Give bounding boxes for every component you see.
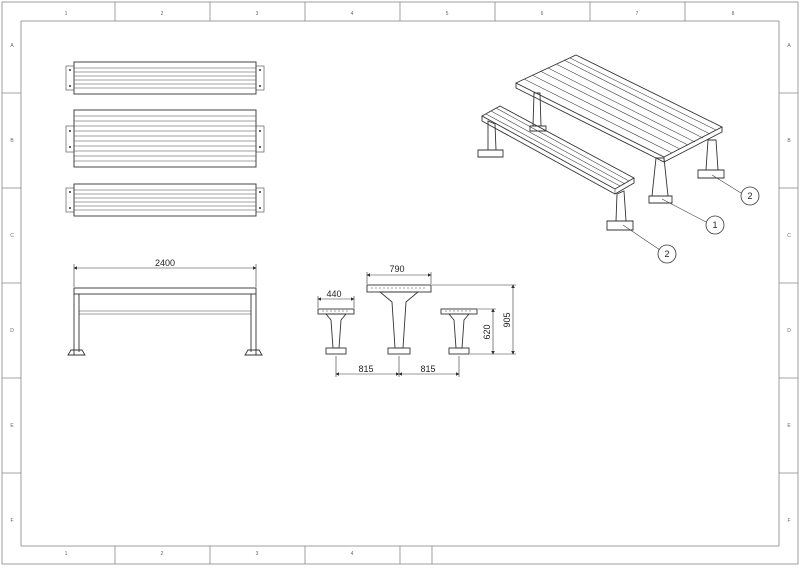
top-view-bench-rear [65,61,265,95]
isometric-view [477,54,742,251]
balloon-bench-rear: 2 [740,186,760,206]
row-label-right: A [787,43,791,49]
row-label-left: C [10,233,14,239]
leader-line-bench-rear [711,174,742,194]
col-label-top: 6 [541,11,544,17]
dim-table-width: 790 [389,264,404,274]
zone-labels: 1 2 3 4 5 6 7 8 1 2 3 4 A B C D E F A B … [10,11,791,557]
dim-bench-width: 440 [326,289,341,299]
row-label-right: C [787,233,791,239]
leader-line-bench-front [622,224,661,251]
col-label-top: 4 [351,11,354,17]
svg-text:2: 2 [664,249,669,259]
dim-seat-height: 620 [482,324,492,339]
side-view: 440 790 815 815 620 905 [317,264,516,377]
col-label-bottom: 4 [351,551,354,557]
balloon-bench-front: 2 [657,244,677,264]
side-view-bench-left [317,308,355,355]
row-label-right: F [787,518,790,524]
col-label-bottom: 2 [161,551,164,557]
leader-line-table [661,198,707,223]
col-label-top: 8 [732,11,735,17]
row-label-left: B [10,138,14,144]
row-label-right: D [787,328,791,334]
col-label-bottom: 3 [256,551,259,557]
svg-text:1: 1 [712,220,717,230]
side-view-table [366,284,432,355]
svg-text:2: 2 [747,191,752,201]
dim-spacing-right: 815 [420,364,435,374]
col-label-top: 2 [161,11,164,17]
top-view-bench-front [65,183,265,217]
col-label-bottom: 1 [65,551,68,557]
col-label-top: 3 [256,11,259,17]
dim-spacing-left: 815 [358,364,373,374]
row-label-right: B [787,138,791,144]
row-label-right: E [787,423,791,429]
balloon-table: 1 [705,215,725,235]
row-label-left: D [10,328,14,334]
col-label-top: 7 [636,11,639,17]
row-label-left: E [10,423,14,429]
row-label-left: F [10,518,13,524]
row-label-left: A [10,43,14,49]
iso-table [514,54,725,204]
front-view: 2400 [67,258,263,356]
top-view-table [65,109,265,168]
iso-bench-front [477,105,635,231]
col-label-top: 1 [65,11,68,17]
col-label-top: 5 [446,11,449,17]
dim-table-height: 905 [502,312,512,327]
dim-length: 2400 [155,258,175,268]
side-view-bench-right [440,308,478,355]
top-view [65,61,265,217]
